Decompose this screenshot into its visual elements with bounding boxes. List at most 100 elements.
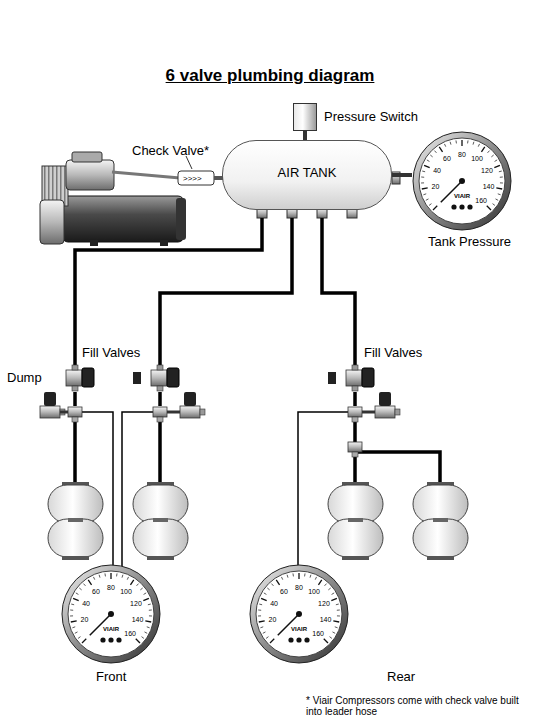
gauge-tick [147, 627, 150, 628]
gauge-tick [93, 577, 94, 580]
gauge-tick [71, 604, 74, 606]
gauge-hub [108, 611, 114, 617]
gauge-tick [478, 144, 479, 147]
gauge-tick [99, 575, 101, 578]
gauge-tick [491, 155, 493, 157]
gauge-caption: Tank Pressure [428, 235, 511, 248]
gauge-tick [461, 140, 462, 146]
gauge-tick [149, 609, 152, 610]
gauge-tick [473, 142, 475, 145]
gauge-tick [337, 615, 340, 616]
gauge-bezel [62, 565, 160, 663]
gauge-dot [100, 637, 105, 642]
gauge-dot [451, 204, 456, 209]
gauge-caption: Rear [387, 670, 415, 683]
gauge-scale-number: 20 [432, 183, 440, 190]
gauge-scale-number: 160 [475, 197, 487, 204]
gauge-tick [500, 182, 503, 183]
gauge-tick [434, 151, 436, 153]
gauge-tick [422, 171, 425, 173]
gauge-dot [467, 204, 472, 209]
gauge-tick [499, 171, 502, 173]
air-fitting-connector [392, 173, 412, 177]
gauge-tick [145, 632, 148, 633]
gauge-dial [249, 564, 349, 664]
gauge-tick [304, 573, 305, 576]
gauge-dot [304, 637, 309, 642]
gauge-tick [71, 621, 77, 622]
gauge-tick [315, 577, 316, 580]
gauge-scale-number: 60 [92, 588, 100, 595]
gauge-tick [137, 584, 139, 586]
gauge-tick [82, 639, 86, 643]
gauge-needle [441, 181, 462, 202]
gauge-tick [144, 593, 147, 595]
gauge-tick [328, 588, 330, 590]
gauge-tick [336, 604, 339, 606]
gauge-tick [104, 573, 105, 576]
gauge-tick [130, 580, 133, 585]
gauge-tick [488, 151, 490, 153]
gauge-tick [332, 593, 335, 595]
gauge-tick [142, 637, 144, 639]
gauge-tick [333, 621, 339, 622]
gauge-scale-number: 20 [81, 616, 89, 623]
gauge-tick [427, 160, 430, 162]
gauge-tick [73, 598, 79, 600]
gauge-tick [127, 577, 128, 580]
gauge-brand: VIAIR [454, 193, 470, 199]
gauge-tick [110, 573, 111, 579]
gauge-tick [263, 632, 266, 633]
gauge-tick [498, 194, 501, 195]
gauge-scale-number: 100 [120, 588, 132, 595]
gauge-needle [90, 614, 111, 635]
gauge-tick [333, 632, 336, 633]
gauge-dot [108, 637, 113, 642]
gauge-tick [424, 165, 430, 167]
gauge-scale-number: 100 [308, 588, 320, 595]
gauge-tick [494, 165, 500, 167]
gauge-tick [270, 639, 274, 643]
gauge-tick [281, 577, 282, 580]
gauge-scale-number: 120 [130, 600, 142, 607]
gauge-dial [412, 131, 512, 231]
gauge-scale-number: 80 [295, 584, 303, 591]
gauge-hub [296, 611, 302, 617]
gauge-tick [287, 575, 289, 578]
gauge-tick [422, 188, 428, 189]
gauge-tick [72, 627, 75, 628]
gauge-tick [430, 155, 432, 157]
pressure-gauge: 20406080100120140160VIAIRFront [61, 564, 161, 664]
switch-label: Pressure Switch [324, 109, 418, 124]
gauge-tick [331, 598, 337, 600]
gauge-tick [298, 573, 299, 579]
gauge-tick [493, 204, 495, 206]
gauge-tick [261, 598, 267, 600]
gauge-tick [258, 615, 261, 616]
gauge-tick [88, 580, 91, 585]
gauge-face [419, 138, 505, 224]
gauge-tick [337, 609, 340, 610]
gauge-tick [330, 637, 332, 639]
gauge-tick [496, 199, 499, 200]
gauge-face [256, 571, 342, 657]
gauge-dot [459, 204, 464, 209]
gauge-scale-number: 40 [82, 600, 90, 607]
gauge-tick [324, 639, 328, 643]
gauge-tick [259, 621, 265, 622]
gauge-scale-number: 60 [280, 588, 288, 595]
gauge-tick [83, 584, 85, 586]
pressure-gauge: 20406080100120140160VIAIRTank Pressure [412, 131, 512, 231]
footnote-caption: * Viair Compressors come with check valv… [306, 695, 521, 717]
gauge-dot [296, 637, 301, 642]
gauge-scale-number: 140 [132, 616, 144, 623]
gauge-tick [439, 147, 442, 152]
gauge-tick [276, 580, 279, 585]
gauge-scale-number: 140 [320, 616, 332, 623]
gauge-scale-number: 160 [124, 630, 136, 637]
gauge-tick [421, 182, 424, 183]
gauge-tick [70, 615, 73, 616]
gauge-scale-number: 160 [312, 630, 324, 637]
gauge-tick [266, 637, 268, 639]
gauge-tick [310, 575, 312, 578]
